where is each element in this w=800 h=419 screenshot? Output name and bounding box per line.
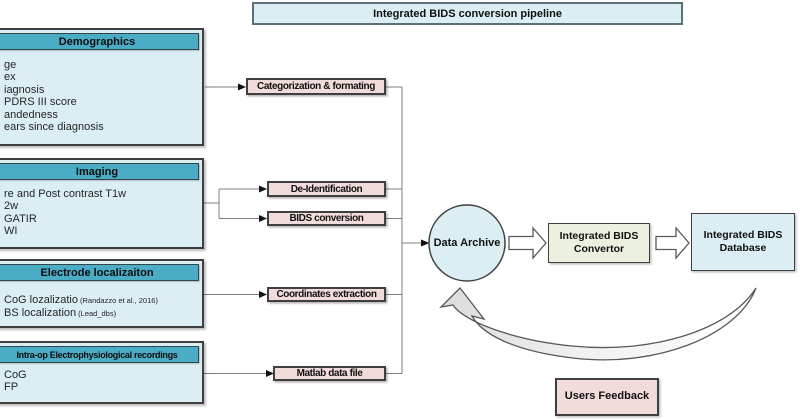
group-electrode: Electrode localizaiton CoG lozalizatio(R…: [0, 259, 204, 328]
group-imaging: Imaging re and Post contrast T1w 2w GATI…: [0, 158, 204, 249]
item-reference: (Randazzo et al., 2016): [79, 296, 158, 305]
data-archive-label: Data Archive: [433, 237, 501, 249]
group-intraop-header: Intra-op Electrophysiological recordings: [0, 346, 199, 363]
group-demographics-header: Demographics: [0, 33, 199, 50]
list-item: ex: [4, 71, 16, 84]
list-item: ears since diagnosis: [4, 121, 104, 134]
group-electrode-items: CoG lozalizatio(Randazzo et al., 2016) B…: [4, 294, 198, 321]
process-bids-conversion-box: BIDS conversion: [267, 211, 386, 226]
list-item: CoG: [4, 369, 27, 381]
arrowhead-icon: [238, 83, 430, 377]
list-item: andedness: [4, 108, 58, 121]
list-item: iagnosis: [4, 83, 45, 96]
list-item: re and Post contrast T1w: [4, 188, 127, 200]
data-archive-circle: [428, 204, 506, 282]
list-item: CoG lozalizatio(Randazzo et al., 2016): [4, 294, 198, 307]
item-text: CoG lozalizatio: [4, 294, 78, 306]
process-coordinates-extraction-box: Coordinates extraction: [267, 287, 386, 302]
users-feedback-box: Users Feedback: [555, 378, 659, 416]
flow-arrow-icon: [508, 226, 547, 260]
page-title: Integrated BIDS conversion pipeline: [252, 2, 683, 25]
group-demographics: Demographics ge ex iagnosis PDRS III sco…: [0, 28, 204, 146]
item-reference: (Lead_dbs): [78, 309, 117, 319]
list-item: FP: [4, 381, 19, 394]
list-item: 2w: [4, 200, 19, 213]
process-deidentification-box: De-Identification: [267, 181, 386, 197]
group-intraop-items: CoG FP: [4, 369, 198, 394]
list-item: PDRS III score: [4, 96, 77, 109]
list-item: ge: [4, 59, 17, 71]
process-categorization-box: Categorization & formating: [246, 78, 386, 95]
feedback-arrow-icon: [439, 287, 757, 361]
integrated-bids-convertor-box: Integrated BIDS Convertor: [548, 223, 650, 263]
group-imaging-header: Imaging: [0, 163, 199, 180]
list-item: BS localization(Lead_dbs): [4, 307, 198, 320]
group-imaging-items: re and Post contrast T1w 2w GATIR WI: [4, 188, 198, 238]
list-item: WI: [4, 225, 18, 238]
group-demographics-items: ge ex iagnosis PDRS III score andedness …: [4, 59, 198, 133]
group-electrode-header: Electrode localizaiton: [0, 264, 199, 281]
connector-lines: [203, 86, 423, 374]
list-item: GATIR: [4, 212, 37, 225]
process-matlab-file-box: Matlab data file: [273, 366, 386, 381]
flow-arrow-icon: [655, 226, 690, 260]
item-text: BS localization: [4, 307, 77, 320]
group-intraop: Intra-op Electrophysiological recordings…: [0, 341, 204, 404]
integrated-bids-database-box: Integrated BIDS Database: [691, 213, 795, 271]
